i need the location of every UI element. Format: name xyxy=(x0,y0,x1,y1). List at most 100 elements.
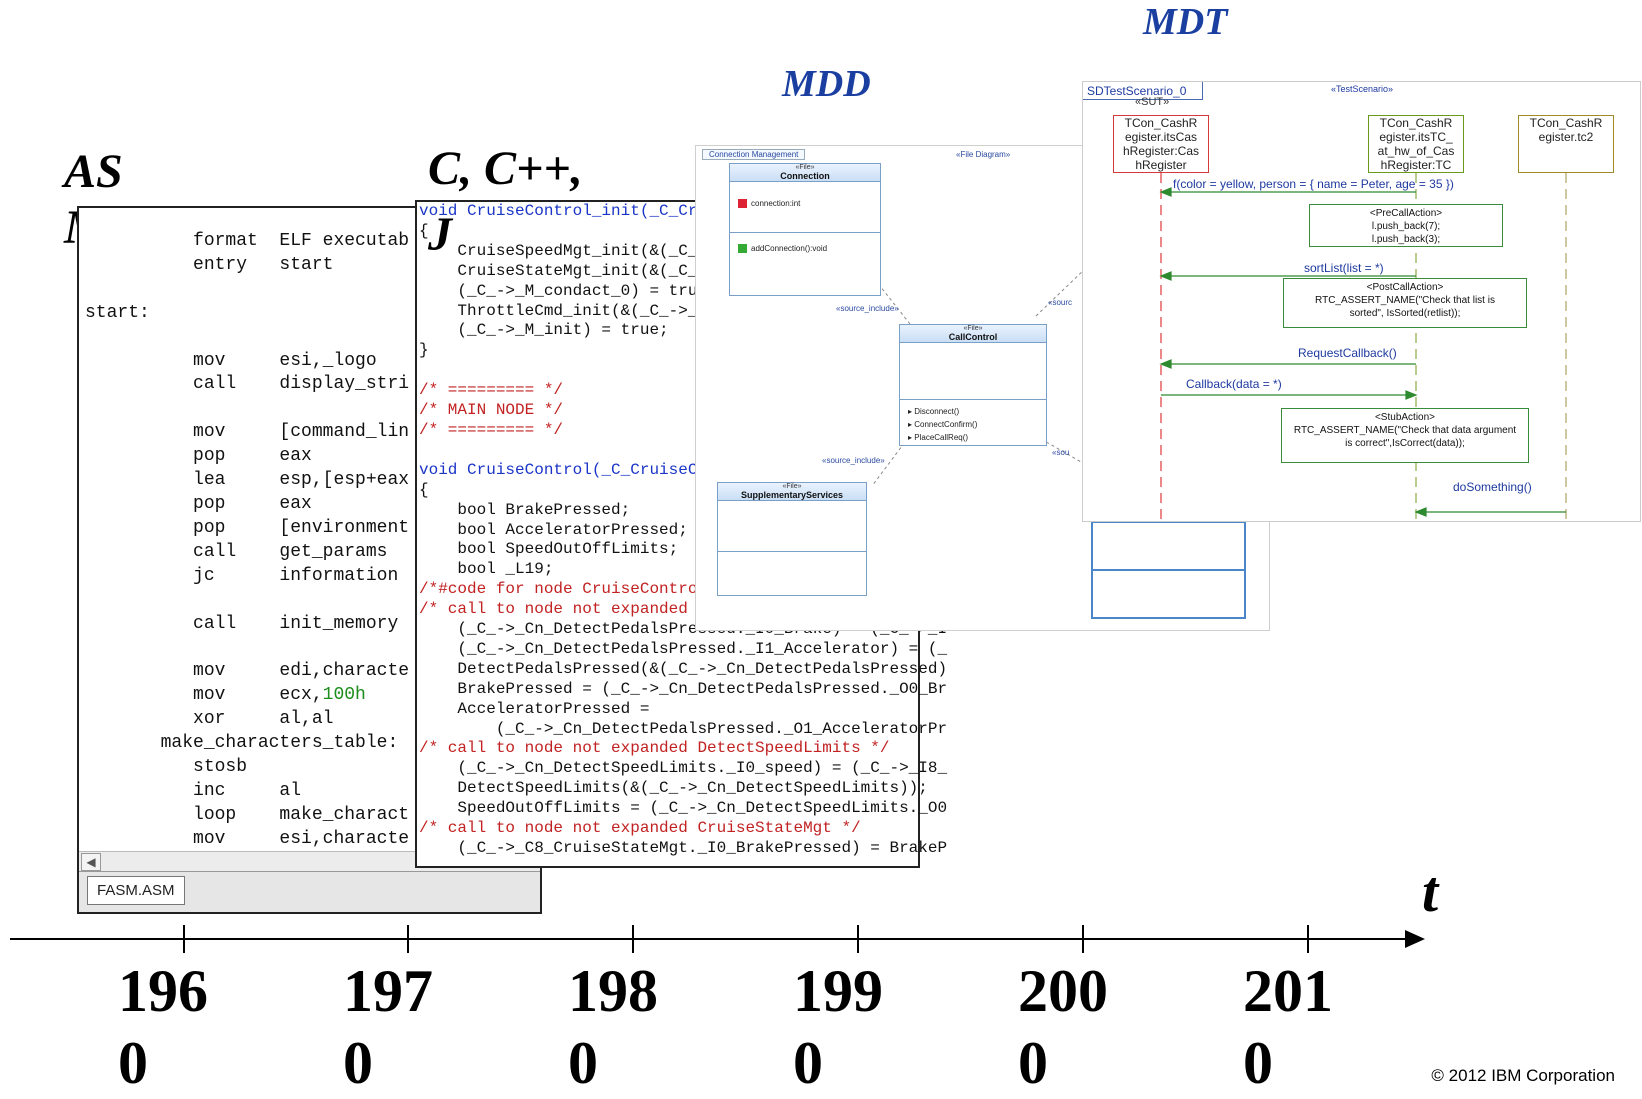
c-code-line: AcceleratorPressed = xyxy=(419,699,650,718)
c-code-line: /* call to node not expanded CruiseState… xyxy=(419,819,861,838)
public-operation-icon xyxy=(738,244,747,254)
year-1990: 199 0 xyxy=(793,958,883,1096)
asm-code-line: stosb xyxy=(85,756,248,777)
c-code-line: { xyxy=(419,480,429,499)
edge-callcontrol-right-bottom xyxy=(1035,435,1089,467)
diagram-frame-stereotype: «File Diagram» xyxy=(956,150,1011,159)
c-code-line: (_C_->_C8_CruiseStateMgt._I0_BrakePresse… xyxy=(419,839,948,857)
c-code-line: CruiseStateMgt_init(&(_C_-> xyxy=(419,261,717,280)
lifeline-testcomponent[interactable]: TCon_CashR egister.itsTC_ at_hw_of_Cas h… xyxy=(1368,115,1464,173)
operation-connectconfirm: ▸ ConnectConfirm() xyxy=(908,420,978,429)
asm-code-line: entry start xyxy=(85,254,334,275)
c-code-line: (_C_->_Cn_DetectSpeedLimits._I0_speed) =… xyxy=(419,759,948,778)
c-code-line: DetectSpeedLimits(&(_C_->_Cn_DetectSpeed… xyxy=(419,779,928,798)
era-title-mdd: MDD xyxy=(782,63,871,105)
message-dosomething: doSomething() xyxy=(1453,480,1532,494)
copyright-notice: © 2012 IBM Corporation xyxy=(1431,1066,1615,1085)
message-callback: Callback(data = *) xyxy=(1186,377,1282,391)
edge-label-source-include-2: «source_include» xyxy=(822,456,885,465)
edge-callcontrol-supplementary xyxy=(871,437,909,487)
edge-label-source-include-1: «source_include» xyxy=(836,304,899,313)
sequence-lifelines-and-arrows xyxy=(1159,173,1567,523)
edge-label-source-include-3: «sourc xyxy=(1048,298,1073,307)
callcontrol-operations: ▸ Disconnect() ▸ ConnectConfirm() ▸ Plac… xyxy=(908,405,977,444)
note-stubaction: <StubAction> RTC_ASSERT_NAME("Check that… xyxy=(1281,408,1529,463)
lifeline-sut-cashregister[interactable]: TCon_CashR egister.itsCas hRegister:Cas … xyxy=(1113,115,1209,173)
asm-code-line: call init_memory xyxy=(85,613,399,634)
c-code-line: /* call to node not expanded DetectSpeed… xyxy=(419,739,890,758)
class-callcontrol[interactable]: «File»CallControl ▸ Disconnect() ▸ Conne… xyxy=(899,324,1047,446)
c-code-line: (_C_->_Cn_DetectPedalsPressed._I1_Accele… xyxy=(419,639,948,658)
c-code-line: /* ========= */ xyxy=(419,381,564,400)
class-supplementary-header: «File»SupplementaryServices xyxy=(718,483,866,501)
asm-code-line: format ELF executab xyxy=(85,231,410,251)
c-code-line: void CruiseControl_init(_C_Crui xyxy=(419,202,717,220)
class-connection[interactable]: «File»Connection connection:int addConne… xyxy=(729,163,881,296)
message-sortlist: sortList(list = *) xyxy=(1304,261,1384,275)
sut-stereotype: «SUT» xyxy=(1135,96,1170,108)
scroll-left-icon[interactable]: ◀ xyxy=(81,853,101,871)
asm-code-line: jc information xyxy=(85,565,399,586)
class-callcontrol-header: «File»CallControl xyxy=(900,325,1046,343)
asm-code-line: call get_params xyxy=(85,541,388,562)
file-tab-bar: FASM.ASM xyxy=(79,871,540,912)
c-code-line: void CruiseControl(_C_CruiseCon xyxy=(419,460,717,479)
era-title-c: C, C++, J xyxy=(428,142,583,261)
asm-code-line: pop eax xyxy=(85,446,312,467)
hex-literal: 100h xyxy=(322,685,366,706)
asm-code-line: mov ecx,100h xyxy=(85,685,366,706)
timeline-arrowhead xyxy=(1405,930,1425,948)
asm-code-line: mov esi,characte xyxy=(85,828,410,849)
time-axis-label: t xyxy=(1422,859,1439,924)
asm-code-line: mov edi,characte xyxy=(85,661,410,682)
message-f: f(color = yellow, person = { name = Pete… xyxy=(1173,177,1454,191)
operation-addconnection: addConnection():void xyxy=(738,244,827,254)
c-code-line: { xyxy=(419,221,429,240)
year-2000: 200 0 xyxy=(1018,958,1108,1096)
asm-code-line: make_characters_table: xyxy=(85,733,399,754)
c-code-line: (_C_->_Cn_DetectPedalsPressed._O1_Accele… xyxy=(419,719,948,738)
edge-callcontrol-right-top xyxy=(1035,265,1089,317)
c-code-line: CruiseSpeedMgt_init(&(_C_-> xyxy=(419,241,717,260)
test-scenario-stereotype: «TestScenario» xyxy=(1331,84,1394,94)
c-code-line: BrakePressed = (_C_->_Cn_DetectPedalsPre… xyxy=(419,679,948,698)
c-code-line: SpeedOutOffLimits = (_C_->_Cn_DetectSpee… xyxy=(419,799,948,818)
operation-disconnect: ▸ Disconnect() xyxy=(908,407,960,416)
asm-code-listing: format ELF executab entry start start: m… xyxy=(85,230,409,852)
timeline-ticks xyxy=(183,925,1309,953)
c-code-line: } xyxy=(419,341,429,360)
lifeline-tc2[interactable]: TCon_CashR egister.tc2 xyxy=(1518,115,1614,173)
test-scenario-frame-label: SDTestScenario_0 xyxy=(1083,82,1204,100)
diagram-frame-label: Connection Management xyxy=(702,149,806,160)
note-postcallaction: <PostCallAction> RTC_ASSERT_NAME("Check … xyxy=(1283,278,1527,328)
asm-code-line: loop make_charact xyxy=(85,804,410,825)
private-attribute-icon xyxy=(738,199,747,209)
class-partial-right[interactable] xyxy=(1091,521,1246,619)
c-code-line: /*#code for node CruiseControl xyxy=(419,580,708,599)
c-code-line: ThrottleCmd_init(&(_C_->_C4 xyxy=(419,301,717,320)
asm-code-line: lea esp,[esp+eax xyxy=(85,470,410,491)
class-supplementaryservices[interactable]: «File»SupplementaryServices xyxy=(717,482,867,596)
mdd-dependency-edges xyxy=(871,265,1089,487)
asm-code-line: xor al,al xyxy=(85,709,334,730)
asm-code-line: start: xyxy=(85,302,150,323)
asm-code-line: pop eax xyxy=(85,493,312,514)
c-code-line: /* MAIN NODE */ xyxy=(419,401,564,420)
year-1970: 197 0 xyxy=(343,958,433,1096)
message-requestcallback: RequestCallback() xyxy=(1298,346,1397,360)
edge-label-source-include-4: «sou xyxy=(1052,448,1070,457)
year-1960: 196 0 xyxy=(118,958,208,1096)
asm-code-line: inc al xyxy=(85,780,302,801)
note-precallaction: <PreCallAction> l.push_back(7); l.push_b… xyxy=(1309,204,1503,247)
c-code-line: DetectPedalsPressed(&(_C_->_Cn_DetectPed… xyxy=(419,659,948,678)
mdt-sequence-diagram: SDTestScenario_0 «TestScenario» «SUT» TC… xyxy=(1082,81,1641,523)
file-tab-fasm[interactable]: FASM.ASM xyxy=(87,876,185,905)
asm-code-line: mov esi,_logo xyxy=(85,350,377,371)
c-code-line: bool SpeedOutOffLimits; xyxy=(419,540,679,559)
asm-code-line: call display_stri xyxy=(85,374,410,395)
c-code-line: (_C_->_M_init) = true; xyxy=(419,321,669,340)
year-2010: 201 0 xyxy=(1243,958,1333,1096)
attribute-connection: connection:int xyxy=(738,199,800,209)
class-connection-header: «File»Connection xyxy=(730,164,880,182)
